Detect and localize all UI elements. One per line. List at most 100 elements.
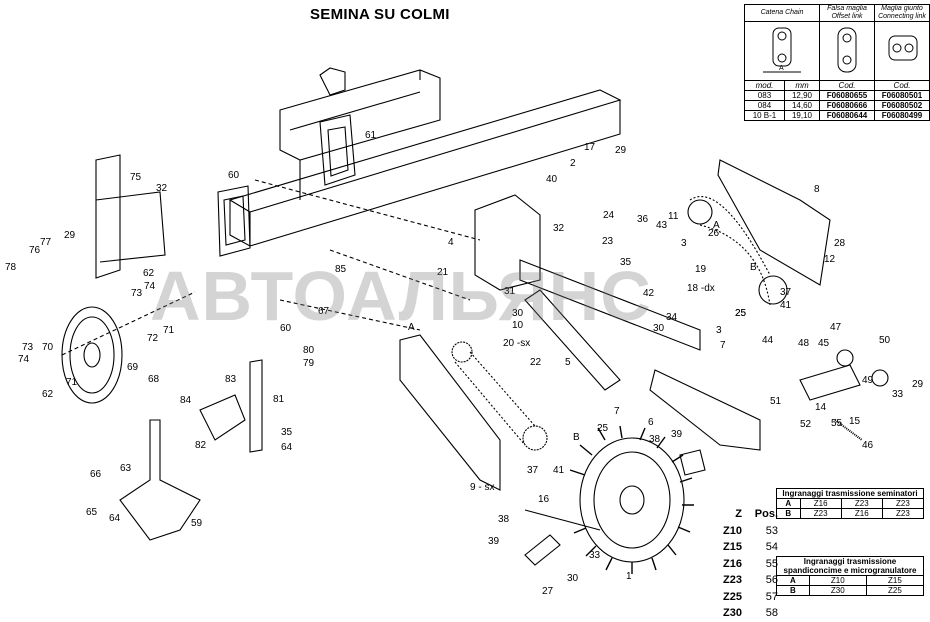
callout-label: 35 bbox=[281, 427, 293, 438]
frame-bracket-61 bbox=[319, 114, 356, 186]
seeder-gear-table: Ingranaggi trasmissione seminatori A Z16… bbox=[776, 488, 925, 519]
table-cell: Z16 bbox=[799, 498, 842, 509]
callout-label: 29 bbox=[64, 230, 76, 241]
callout-label: A bbox=[408, 322, 415, 333]
table-cell: F06080666 bbox=[819, 100, 875, 111]
callout-label: 36 bbox=[637, 214, 649, 225]
callout-label: 84 bbox=[180, 395, 192, 406]
z-value: Z25 bbox=[723, 590, 742, 603]
table-cell: Z23 bbox=[881, 508, 925, 519]
drive-wheel-1 bbox=[579, 437, 685, 563]
col-mod: mod. bbox=[744, 80, 785, 91]
callout-label: 69 bbox=[127, 362, 139, 373]
callout-label: 15 bbox=[849, 416, 861, 427]
watermark: АВТОАЛЬЯНС bbox=[150, 257, 652, 335]
bracket-83 bbox=[199, 394, 246, 441]
callout-label: 44 bbox=[762, 335, 774, 346]
callout-label: 22 bbox=[530, 357, 542, 368]
z-value: Z15 bbox=[723, 541, 742, 553]
table-cell: A bbox=[776, 498, 801, 509]
side-cover-9 bbox=[399, 334, 501, 491]
table-cell: B bbox=[776, 585, 810, 596]
sprocket-A bbox=[451, 341, 473, 363]
callout-label: 77 bbox=[40, 237, 52, 248]
sprocket-37-left bbox=[522, 425, 548, 451]
col-cod: Cod. bbox=[874, 80, 930, 91]
callout-label: 80 bbox=[303, 345, 315, 356]
chain-link-table: Catena Chain Falsa maglia Offset link Ma… bbox=[744, 4, 930, 121]
callout-label: 16 bbox=[538, 494, 550, 505]
frame-upper-rail bbox=[279, 69, 441, 161]
callout-label: 74 bbox=[18, 354, 30, 365]
shaft-16 bbox=[524, 509, 601, 531]
callout-label: 11 bbox=[668, 211, 679, 222]
callout-label: 30 bbox=[512, 308, 524, 319]
table-cell: F06080499 bbox=[874, 110, 930, 121]
pos-value: 54 bbox=[765, 541, 778, 553]
table-cell: Z23 bbox=[840, 498, 883, 509]
pos-value: 57 bbox=[765, 590, 778, 603]
table-cell: F06080502 bbox=[874, 100, 930, 111]
housing-4 bbox=[474, 194, 541, 291]
pos-value: 56 bbox=[765, 574, 778, 586]
callout-label: 6 bbox=[648, 417, 654, 428]
callout-label: 62 bbox=[143, 268, 155, 279]
table-cell: 19,10 bbox=[783, 110, 821, 121]
tensioner-plate-49 bbox=[799, 364, 861, 401]
callout-label: 71 bbox=[163, 325, 175, 336]
table-cell: B bbox=[776, 508, 801, 519]
callout-label: 31 bbox=[504, 286, 516, 297]
callout-label: A bbox=[713, 220, 720, 231]
callout-label: 32 bbox=[156, 183, 168, 194]
table-cell: 083 bbox=[744, 90, 785, 101]
table-cell: 084 bbox=[744, 100, 785, 111]
callout-label: 41 bbox=[553, 465, 565, 476]
table-title: Ingranaggi trasmissione spandiconcime e … bbox=[776, 556, 924, 576]
callout-label: 19 bbox=[695, 264, 707, 275]
table-cell: A bbox=[776, 575, 810, 586]
callout-label: 5 bbox=[565, 357, 571, 368]
callout-label: 45 bbox=[818, 338, 830, 349]
callout-label: 55 bbox=[831, 418, 843, 429]
connecting-link-header: Maglia giunto Connecting link bbox=[874, 4, 930, 22]
callout-label: 38 bbox=[649, 434, 661, 445]
callout-label: 82 bbox=[195, 440, 207, 451]
callout-label: 73 bbox=[131, 288, 143, 299]
callout-label: 30 bbox=[567, 573, 579, 584]
table-cell: Z30 bbox=[808, 585, 867, 596]
callout-label: 7 bbox=[614, 406, 620, 417]
table-cell: F06080644 bbox=[819, 110, 875, 121]
callout-label: 20 -sx bbox=[503, 338, 530, 349]
furrow-opener-63 bbox=[119, 419, 201, 541]
callout-label: 46 bbox=[862, 440, 874, 451]
callout-label: 29 bbox=[615, 145, 627, 156]
callout-label: 28 bbox=[834, 238, 846, 249]
callout-label: 52 bbox=[800, 419, 812, 430]
callout-label: 1 bbox=[626, 571, 632, 582]
table-title: Ingranaggi trasmissione seminatori bbox=[776, 488, 924, 499]
callout-label: 75 bbox=[130, 172, 142, 183]
chain-guard-8 bbox=[717, 159, 831, 286]
table-cell: Z15 bbox=[865, 575, 925, 586]
callout-label: 17 bbox=[584, 142, 596, 153]
callout-label: 34 bbox=[666, 312, 678, 323]
pos-header: Pos. bbox=[754, 508, 778, 520]
table-cell: 14,60 bbox=[783, 100, 821, 111]
z-value: Z16 bbox=[723, 557, 742, 570]
callout-label: 71 bbox=[66, 377, 78, 388]
callout-label: 64 bbox=[281, 442, 293, 453]
callout-label: 51 bbox=[770, 396, 782, 407]
callout-label: 25 bbox=[735, 308, 747, 319]
callout-label: 30 bbox=[653, 323, 665, 334]
table-cell: F06080501 bbox=[874, 90, 930, 101]
callout-label: 9 - sx bbox=[470, 482, 494, 493]
callout-label: 64 bbox=[109, 513, 121, 524]
col-cod: Cod. bbox=[819, 80, 875, 91]
callout-label: 68 bbox=[148, 374, 160, 385]
callout-label: 12 bbox=[824, 254, 836, 265]
callout-label: 32 bbox=[553, 223, 565, 234]
z-header: Z bbox=[735, 508, 742, 520]
transmission-arm-5 bbox=[519, 259, 701, 391]
